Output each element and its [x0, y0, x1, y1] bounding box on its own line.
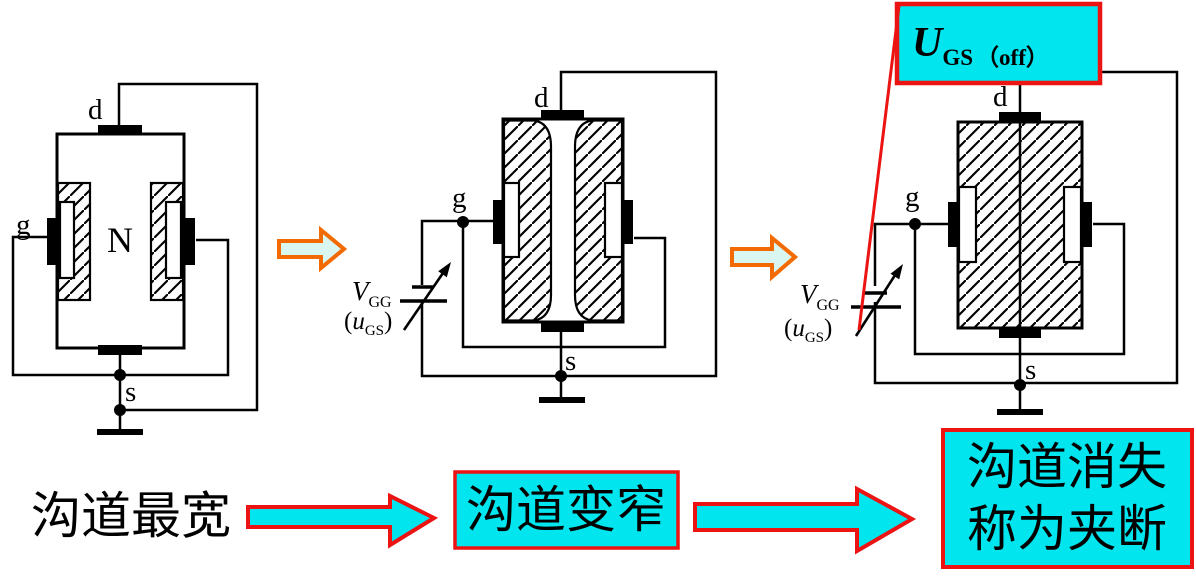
junction-dot	[1014, 379, 1026, 391]
gate-contact-left	[47, 218, 58, 265]
gate-p-region-left	[58, 200, 76, 280]
flow-arrow-1	[246, 492, 439, 549]
caption-stage2-box	[453, 470, 680, 550]
depletion-region-right	[573, 119, 624, 322]
pinchoff-voltage-label: UGS（off）	[912, 20, 1049, 70]
source-contact	[541, 322, 584, 332]
source-contact	[999, 328, 1041, 338]
junction-dot	[114, 404, 126, 416]
gate-p-region-left	[502, 181, 521, 259]
variable-source-symbol	[400, 262, 451, 331]
flow-arrow-2	[693, 485, 917, 555]
gate-loop-wire	[913, 222, 1126, 356]
caption-stage2: 沟道变窄	[466, 482, 666, 538]
junction-dot	[909, 218, 921, 230]
drain-label: d	[993, 81, 1008, 113]
source-label: s	[125, 376, 136, 408]
transition-arrow-icon	[730, 233, 799, 282]
caption-stage3-box	[941, 428, 1194, 569]
junction-dot	[457, 216, 469, 228]
ground-symbol	[539, 397, 585, 403]
channel-label: N	[107, 220, 133, 260]
vgg-label: VGG	[800, 279, 840, 314]
variable-source-symbol	[851, 264, 903, 337]
gate-contact-left	[493, 200, 504, 244]
ugs-label: (uGS)	[784, 315, 832, 346]
gate-contact-right	[1081, 202, 1092, 247]
gate-contact-right	[622, 200, 633, 244]
jfet-stage-narrowed: d g s VGG (uGS)	[344, 70, 718, 403]
gate-p-region-left	[957, 185, 978, 264]
transition-arrow-icon	[277, 225, 348, 273]
source-label: s	[565, 345, 576, 377]
gate-label: g	[905, 181, 920, 213]
source-label: s	[1025, 354, 1036, 386]
pinchoff-pointer-line	[857, 5, 901, 331]
gate-supply-wire	[873, 222, 949, 286]
caption-stage3-line2: 称为夹断	[967, 501, 1167, 557]
gate-label: g	[452, 182, 467, 214]
vgg-label: VGG	[352, 276, 392, 311]
gate-supply-wire	[420, 219, 494, 285]
gate-label: g	[16, 209, 31, 241]
gate-p-region-right	[1062, 185, 1083, 264]
gate-loop-wire	[461, 221, 667, 349]
drain-label: d	[534, 82, 549, 114]
caption-stage1: 沟道最宽	[31, 488, 231, 544]
gate-contact-left	[948, 202, 959, 247]
jfet-stage-widest: d g N s	[11, 82, 259, 435]
drain-label: d	[88, 94, 103, 126]
drain-contact	[98, 125, 142, 135]
caption-stage3-line1: 沟道消失	[967, 439, 1167, 495]
junction-dot	[555, 370, 567, 382]
variable-arrow	[854, 271, 899, 337]
drain-contact	[541, 110, 584, 120]
gate-p-region-right	[603, 181, 624, 259]
gate-p-region-right	[164, 200, 183, 280]
depletion-region-left	[502, 119, 553, 322]
jfet-stage-pinchoff: d g s VGG (uGS) UGS（off）	[784, 1, 1179, 415]
ground-symbol	[97, 429, 143, 435]
caption-row: 沟道最宽 沟道变窄 沟道消失 称为夹断	[31, 428, 1194, 569]
source-contact	[98, 345, 142, 355]
junction-dot	[114, 369, 126, 381]
variable-arrow-head	[438, 262, 451, 278]
drain-loop-wire	[420, 70, 718, 378]
gate-contact-right	[184, 218, 195, 265]
drain-loop-wire	[117, 82, 259, 412]
drain-contact	[999, 112, 1041, 122]
pinchoff-voltage-box	[894, 1, 1103, 86]
variable-arrow-head	[890, 264, 903, 280]
variable-arrow	[402, 272, 445, 331]
ugs-label: (uGS)	[344, 308, 392, 339]
ground-symbol	[997, 409, 1043, 415]
